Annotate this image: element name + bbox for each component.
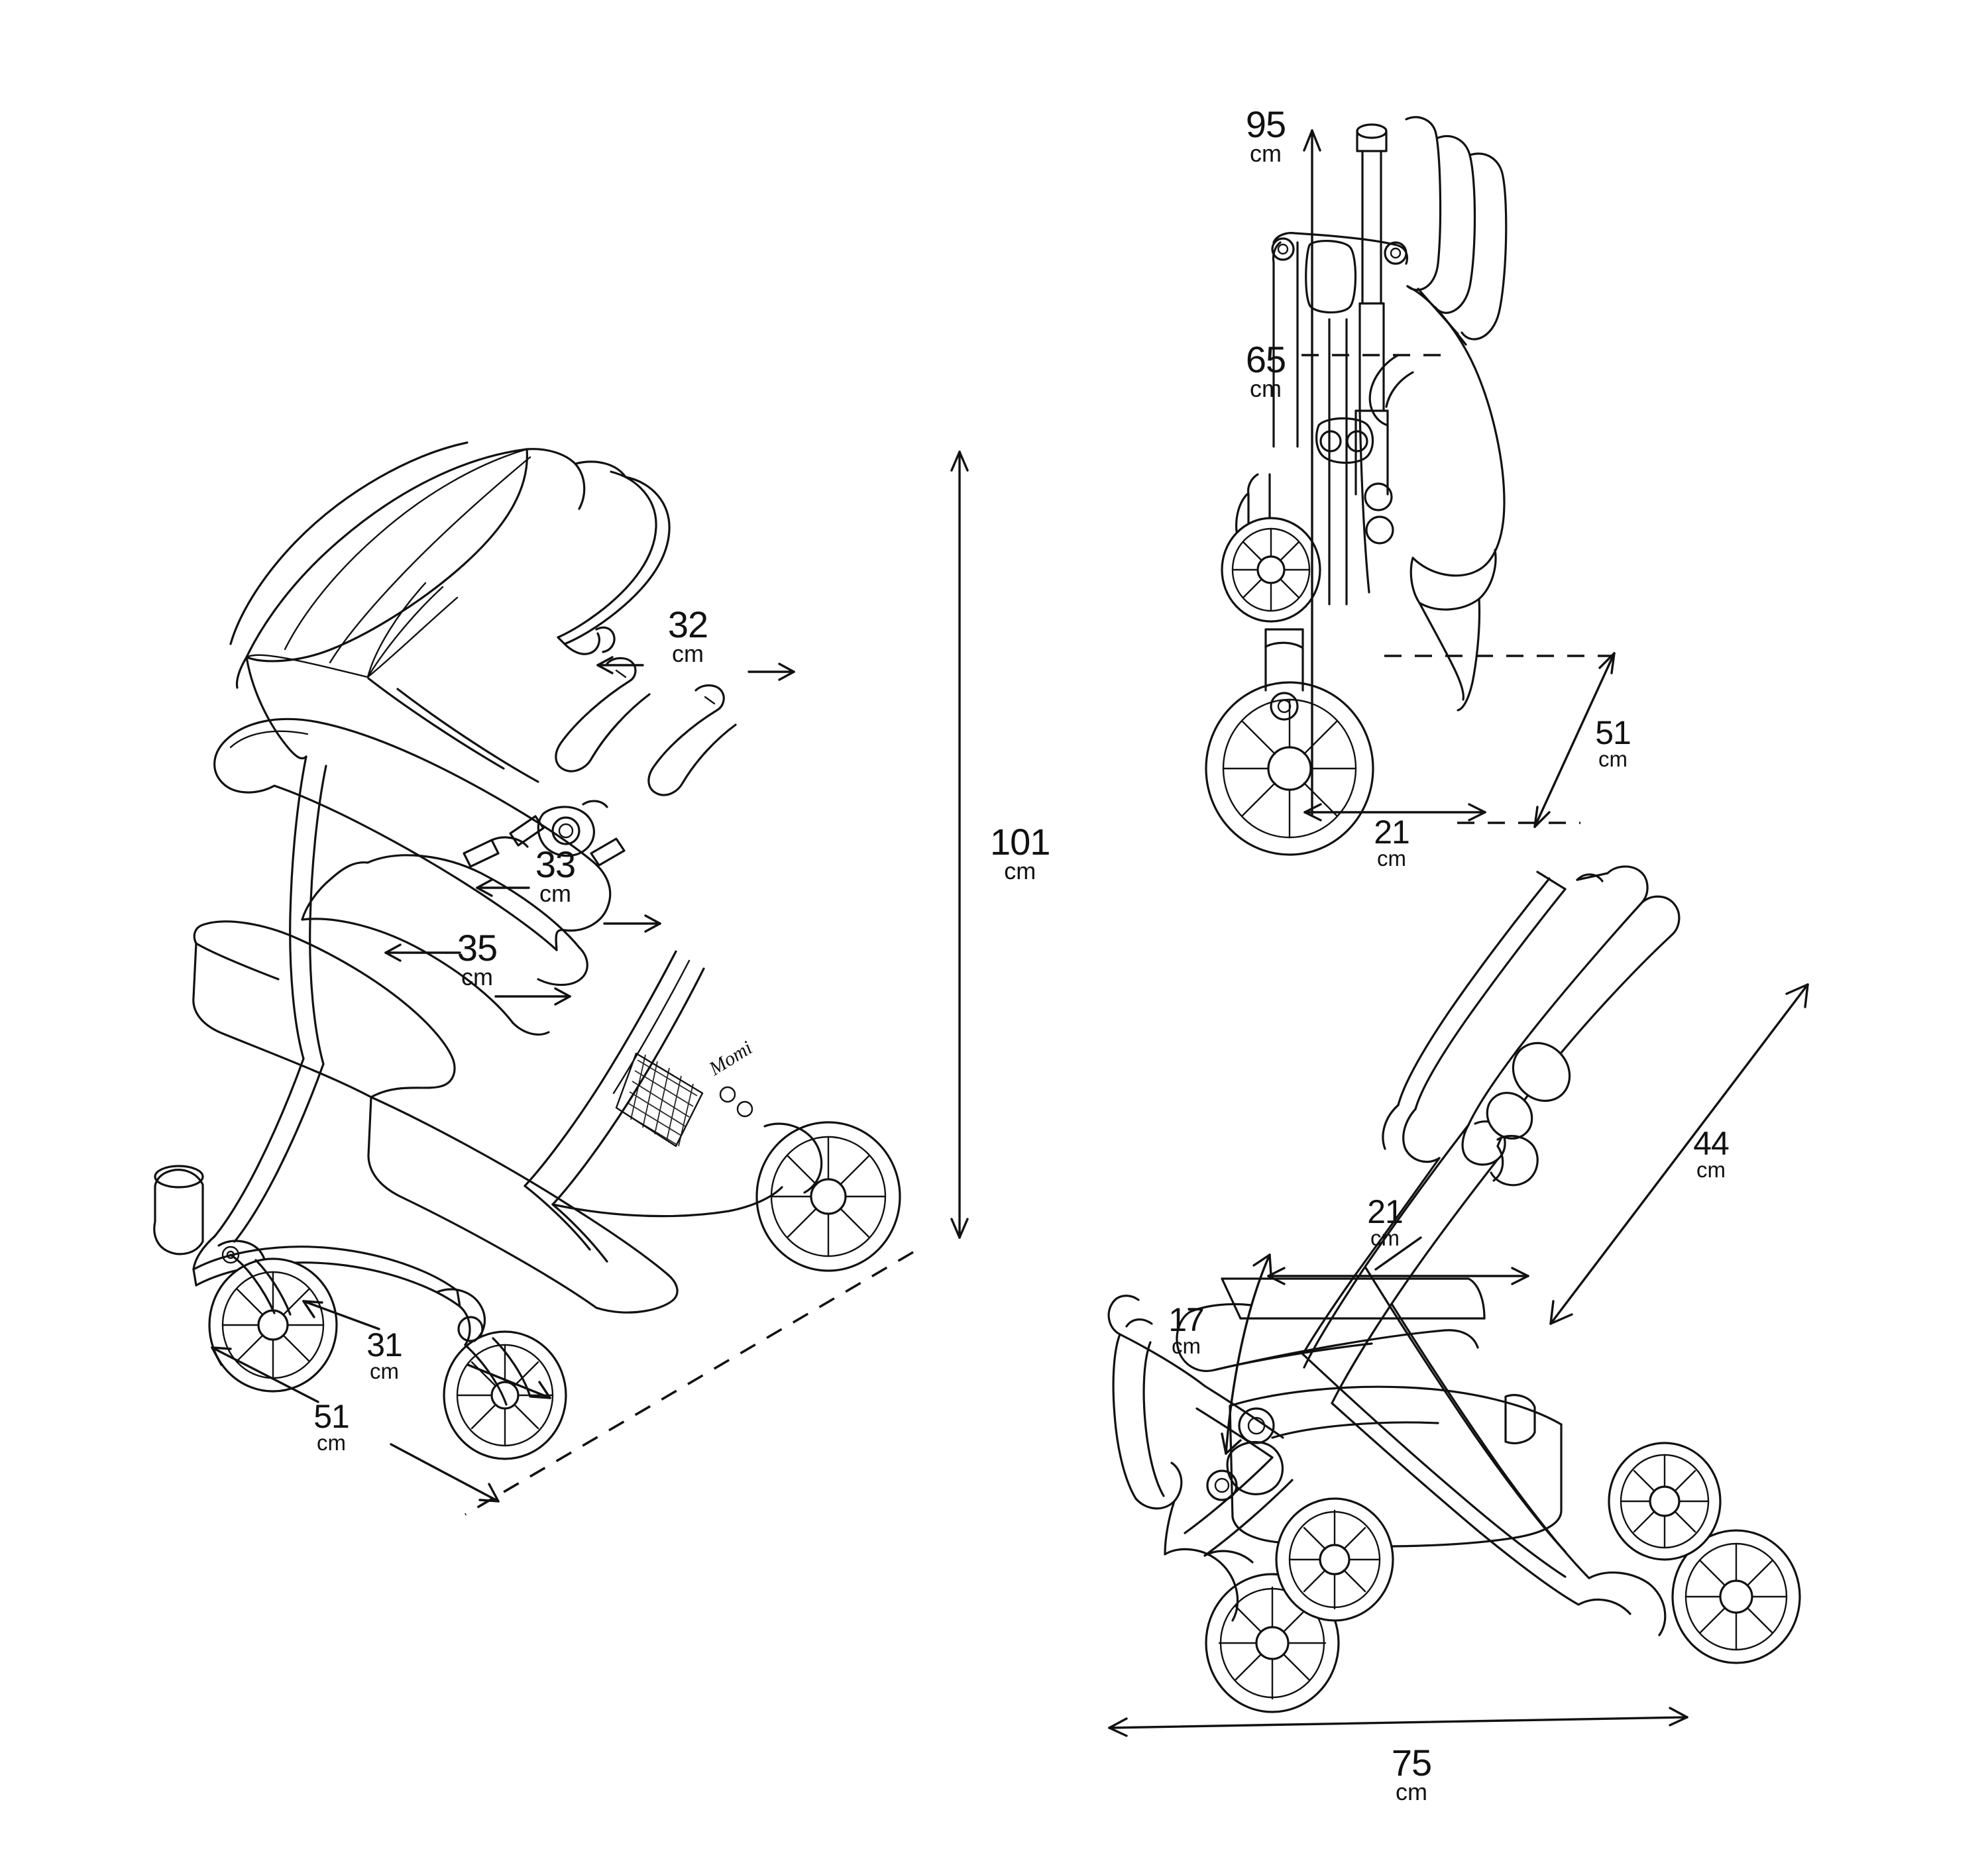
dimension-arrow-21cm-side: [1267, 1267, 1529, 1285]
side-stroller-view: [1074, 855, 1855, 1716]
footprint-dashed-folded: [1384, 655, 1615, 824]
dimension-arrow-33cm: [476, 878, 661, 933]
dimension-arrow-32cm: [596, 656, 795, 681]
dimension-leader-65cm: [1301, 354, 1442, 356]
dimension-arrow-21cm-folded: [1303, 803, 1486, 822]
brand-logo: Momi: [704, 1037, 756, 1081]
dimension-arrow-31cm: [302, 1300, 551, 1399]
dimension-arrow-51cm-main: [211, 1346, 500, 1503]
stroller-illustration-main: Momi: [153, 441, 901, 1460]
side-stroller-illustration: [1107, 865, 1801, 1713]
dimension-arrow-75cm: [1108, 1707, 1688, 1737]
dimension-arrow-95cm: [1303, 129, 1321, 816]
footprint-dashed-main: [465, 1251, 914, 1516]
dimension-arrow-17cm: [1221, 1253, 1272, 1455]
dimension-arrow-44cm: [1549, 983, 1809, 1325]
dimension-arrow-101cm: [950, 451, 969, 1239]
main-stroller-view: Momi: [0, 0, 1034, 1524]
dimension-arrow-35cm: [384, 943, 571, 1006]
dimension-leader-21cm-side: [1374, 1236, 1422, 1271]
